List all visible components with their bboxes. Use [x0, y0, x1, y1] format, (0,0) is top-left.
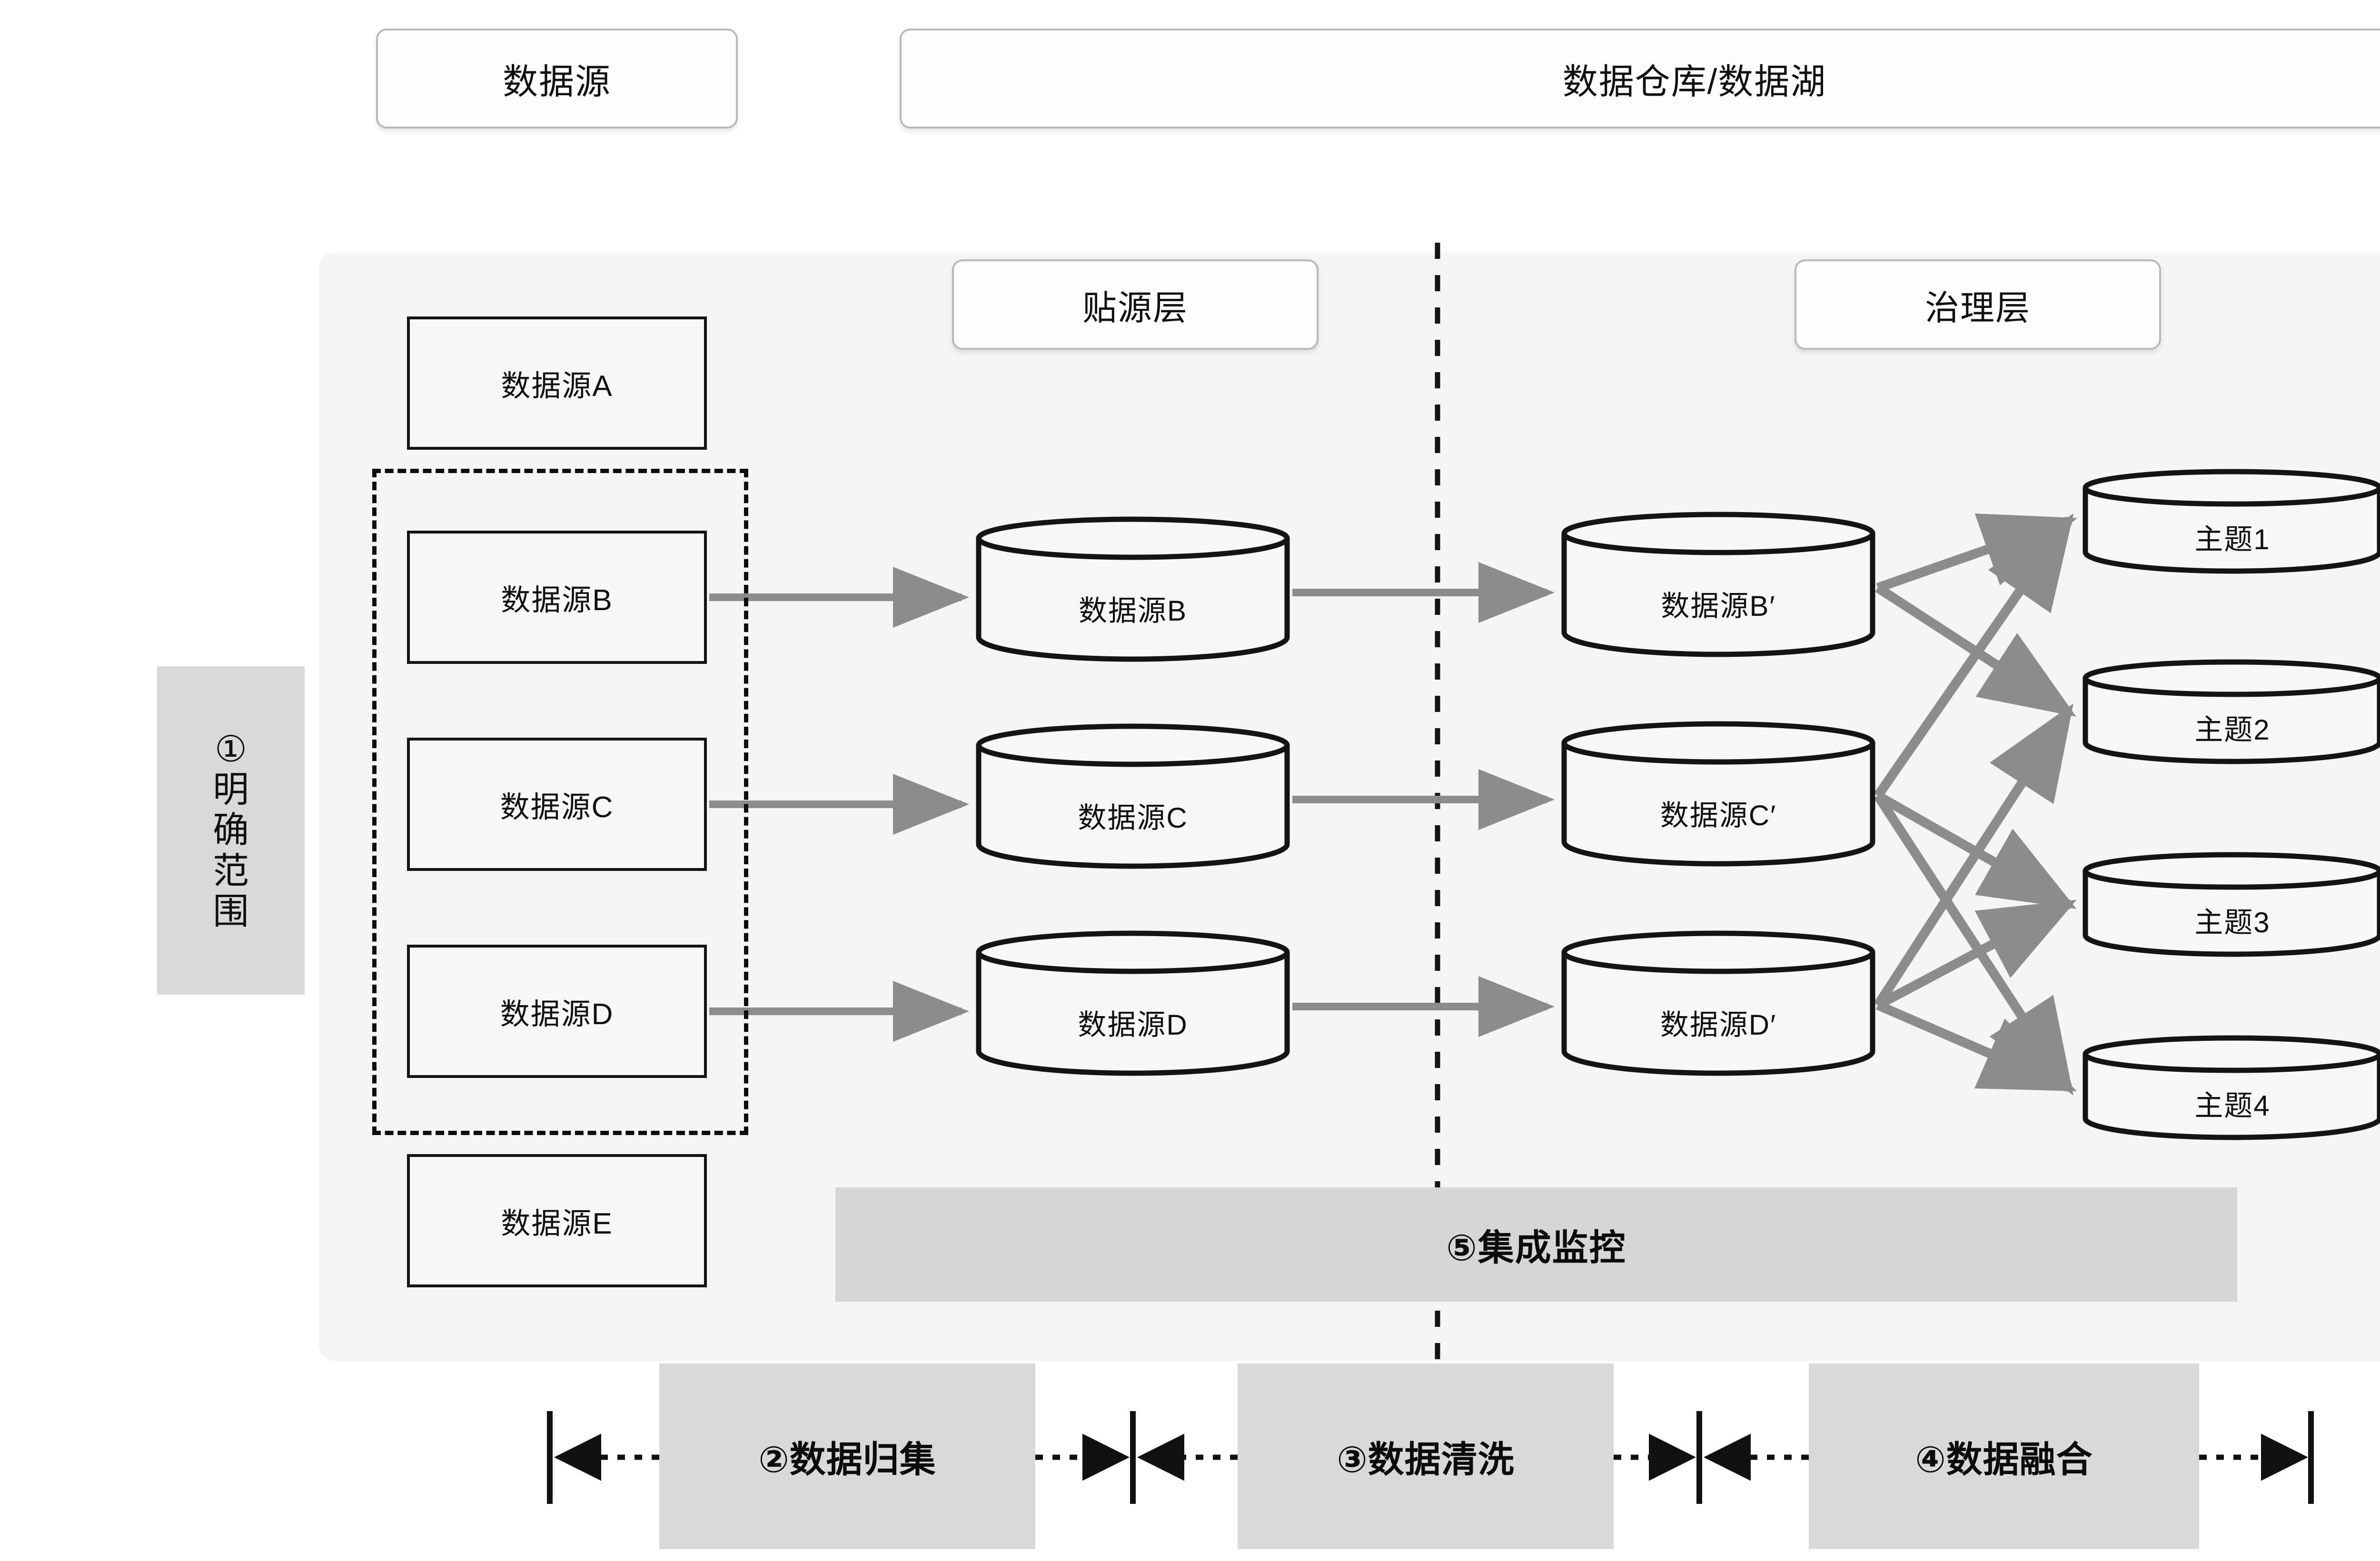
header-warehouse-lake-label: 数据仓库/数据湖: [1562, 61, 1827, 101]
theme-store-1-label: 主题1: [2194, 524, 2271, 555]
governance-store-c-label: 数据源C′: [1660, 800, 1777, 831]
ods-store-b-label: 数据源B: [1078, 595, 1188, 627]
governance-store-b[interactable]: 数据源B′: [1561, 512, 1875, 657]
fusion-arrows: [1874, 513, 2077, 1096]
cylinder-shape-icon: [2082, 659, 2380, 764]
cleansing-arrows: [1292, 562, 1555, 1037]
cylinder-shape-icon: [1561, 930, 1875, 1076]
scope-label-char-4: 围: [213, 891, 249, 932]
source-box-a-label: 数据源A: [501, 370, 613, 403]
source-box-a[interactable]: 数据源A: [407, 316, 707, 450]
cylinder-shape-icon: [1561, 721, 1875, 867]
source-box-c[interactable]: 数据源C: [407, 738, 707, 871]
source-box-d[interactable]: 数据源D: [407, 945, 707, 1078]
integration-monitoring-band: ⑤集成监控: [835, 1187, 2237, 1302]
header-data-source-label: 数据源: [503, 61, 611, 101]
collection-arrows: [709, 567, 969, 1042]
governance-store-d-label: 数据源D′: [1660, 1009, 1777, 1041]
layer-pill-governance: 治理层: [1795, 259, 2161, 350]
theme-store-4[interactable]: 主题4: [2082, 1035, 2380, 1140]
governance-store-c[interactable]: 数据源C′: [1561, 721, 1875, 867]
ods-store-b[interactable]: 数据源B: [976, 516, 1290, 662]
source-box-d-label: 数据源D: [500, 998, 614, 1031]
cylinder-shape-icon: [976, 516, 1290, 662]
source-box-e-label: 数据源E: [501, 1207, 613, 1240]
source-box-b[interactable]: 数据源B: [407, 531, 707, 664]
layer-pill-ods-label: 贴源层: [1082, 289, 1188, 327]
layer-pill-governance-label: 治理层: [1924, 289, 2031, 327]
governance-store-d[interactable]: 数据源D′: [1561, 930, 1875, 1076]
integration-monitoring-label: ⑤集成监控: [1446, 1228, 1626, 1268]
ods-store-d-label: 数据源D: [1078, 1009, 1188, 1041]
cylinder-shape-icon: [976, 723, 1290, 869]
phase-chip-data-collection-label: ②数据归集: [758, 1440, 936, 1480]
phase-chip-data-cleansing: ③数据清洗: [1238, 1363, 1614, 1549]
theme-store-2-label: 主题2: [2194, 714, 2271, 746]
cylinder-shape-icon: [2082, 1035, 2380, 1140]
scope-label-number: ①: [214, 729, 248, 770]
theme-store-2[interactable]: 主题2: [2082, 659, 2380, 764]
scope-label-define-scope: ① 明 确 范 围: [157, 666, 305, 995]
theme-store-3-label: 主题3: [2194, 907, 2271, 939]
scope-label-char-2: 确: [213, 810, 249, 851]
theme-store-4-label: 主题4: [2194, 1090, 2271, 1122]
scope-label-char-1: 明: [213, 770, 249, 810]
phase-chip-data-fusion: ④数据融合: [1809, 1363, 2199, 1549]
cylinder-shape-icon: [976, 930, 1290, 1076]
ods-store-d[interactable]: 数据源D: [976, 930, 1290, 1076]
cylinder-shape-icon: [2082, 852, 2380, 957]
ods-store-c-label: 数据源C: [1078, 802, 1188, 834]
source-box-c-label: 数据源C: [500, 791, 614, 824]
cylinder-shape-icon: [1561, 512, 1875, 657]
source-box-e[interactable]: 数据源E: [407, 1154, 707, 1287]
governance-store-b-label: 数据源B′: [1661, 590, 1776, 622]
phase-chip-data-fusion-label: ④数据融合: [1915, 1440, 2093, 1480]
cylinder-shape-icon: [2082, 469, 2380, 574]
source-box-b-label: 数据源B: [501, 584, 613, 617]
layer-pill-ods: 贴源层: [952, 259, 1319, 350]
theme-store-1[interactable]: 主题1: [2082, 469, 2380, 574]
ods-store-c[interactable]: 数据源C: [976, 723, 1290, 869]
phase-chip-data-cleansing-label: ③数据清洗: [1337, 1440, 1515, 1480]
phase-chip-data-collection: ②数据归集: [659, 1363, 1035, 1549]
theme-store-3[interactable]: 主题3: [2082, 852, 2380, 957]
header-warehouse-lake: 数据仓库/数据湖: [900, 29, 2380, 128]
header-data-source: 数据源: [376, 29, 738, 128]
scope-label-char-3: 范: [213, 850, 249, 891]
